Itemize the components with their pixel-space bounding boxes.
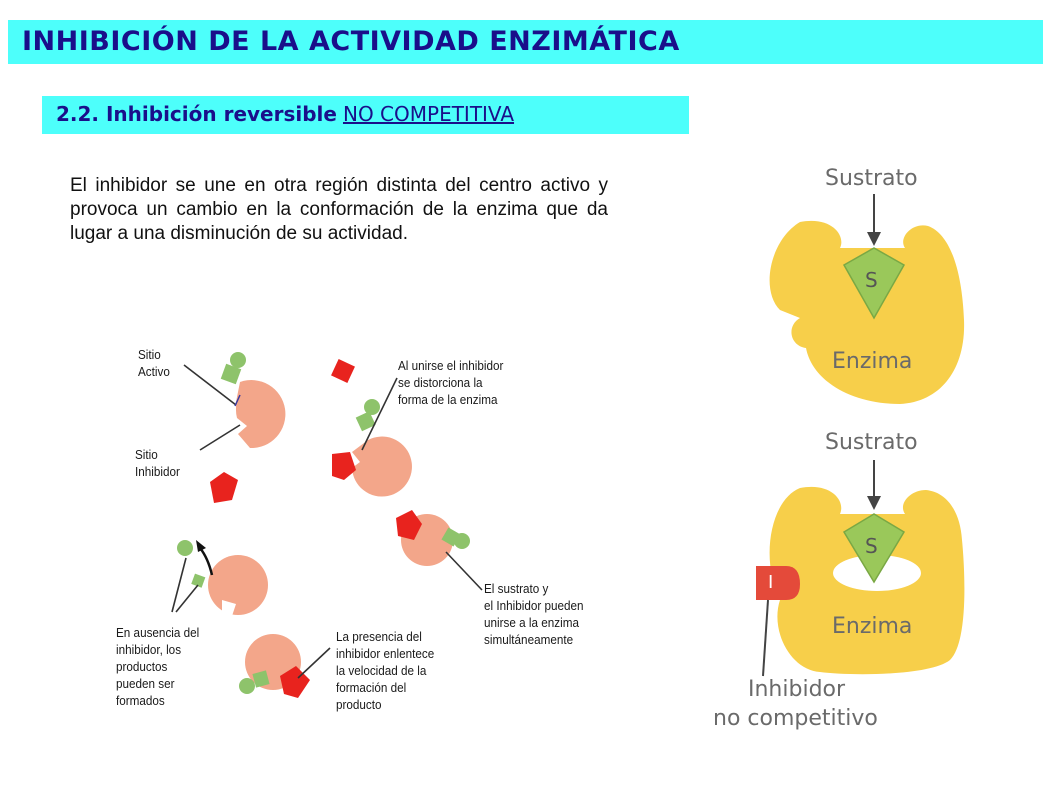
enzyme-products [177,540,268,616]
pointer-sitio-inhibidor [199,424,241,451]
enzyme-bottom [756,486,965,675]
enzyme-both-bound [396,510,470,566]
substrate-free-2 [331,359,380,432]
label-s-top: S [865,268,878,292]
label-no-competitivo: no competitivo [713,706,878,731]
label-al-unirse: Al unirse el inhibidor se distorciona la… [398,358,504,407]
enzyme-top [769,220,965,404]
pointer-al-unirse [361,377,398,451]
title-bar: INHIBICIÓN DE LA ACTIVIDAD ENZIMÁTICA [8,20,1043,64]
label-i: I [768,572,774,593]
label-sitio-activo: Sitio Activo [138,347,170,379]
label-la-presencia: La presencia del inhibidor enlentece la … [336,629,435,712]
description-text: El inhibidor se une en otra región disti… [70,175,608,244]
label-enzima-bottom: Enzima [832,614,913,639]
label-inhibidor: Inhibidor [748,677,846,702]
label-enzima-top: Enzima [832,349,913,374]
inhibitor-free [210,472,238,503]
enzyme-distorted [332,436,412,497]
pointer-sitio-activo [183,364,237,406]
pointer-sustrato-inhibidor [445,551,483,591]
enzyme-free [235,380,286,449]
label-en-ausencia: En ausencia del inhibidor, los productos… [116,625,200,708]
substrate-free [220,352,246,385]
page-title: INHIBICIÓN DE LA ACTIVIDAD ENZIMÁTICA [22,26,680,57]
label-s-bottom: S [865,534,878,558]
label-sustrato-top: Sustrato [825,166,918,191]
label-sitio-inhibidor: Sitio Inhibidor [135,447,180,479]
enzyme-slowed [239,634,310,698]
pointer-inhibidor [762,599,769,677]
pointer-la-presencia [297,647,331,679]
subtitle-prefix: 2.2. Inhibición reversible [56,102,337,126]
subtitle-emphasis: NO COMPETITIVA [342,102,515,126]
label-sustrato-inhibidor: El sustrato y el Inhibidor pueden unirse… [484,581,584,647]
label-sustrato-bottom: Sustrato [825,430,918,455]
